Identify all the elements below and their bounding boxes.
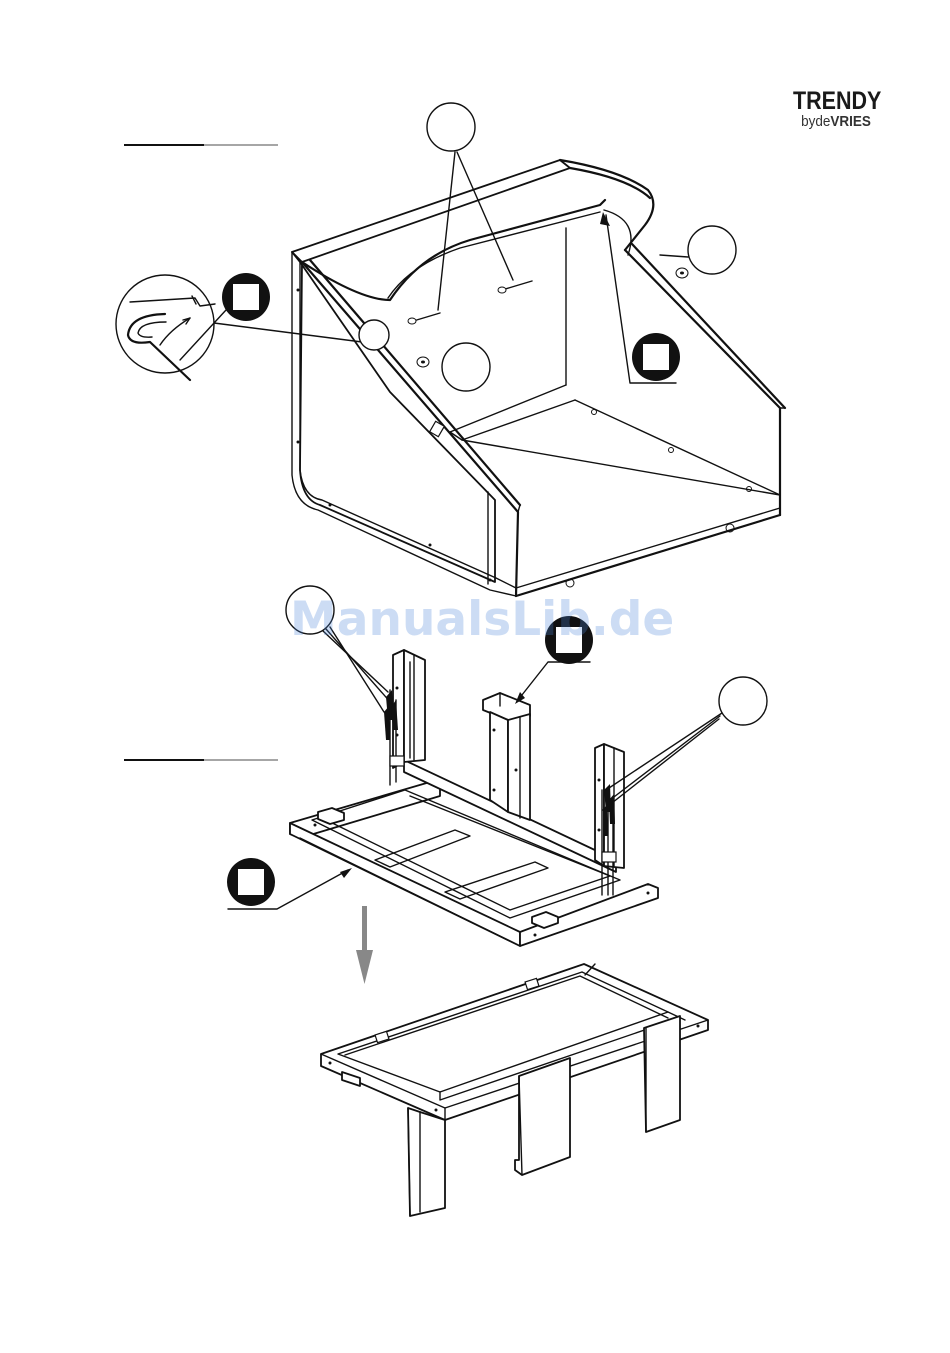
table-frame: [290, 650, 658, 946]
watermark: ManualsLib.de: [290, 592, 670, 647]
callout-circle-3: [442, 343, 490, 391]
callout-circle-5: [603, 677, 767, 810]
brand-sub-bold: VRIES: [830, 113, 871, 130]
brand-name: TRENDY: [793, 88, 879, 114]
assembled-table: [321, 964, 708, 1216]
brand-sub-prefix: byde: [801, 113, 830, 130]
down-arrow-icon: [356, 906, 373, 984]
brand-sub: bydeVRIES: [791, 114, 881, 129]
part-badge-4: [227, 858, 352, 909]
part-badge-2: [600, 212, 680, 383]
brand-logo: TRENDY bydeVRIES: [786, 88, 886, 129]
part-badge-1: [222, 273, 270, 321]
callout-circle-2: [688, 226, 736, 274]
